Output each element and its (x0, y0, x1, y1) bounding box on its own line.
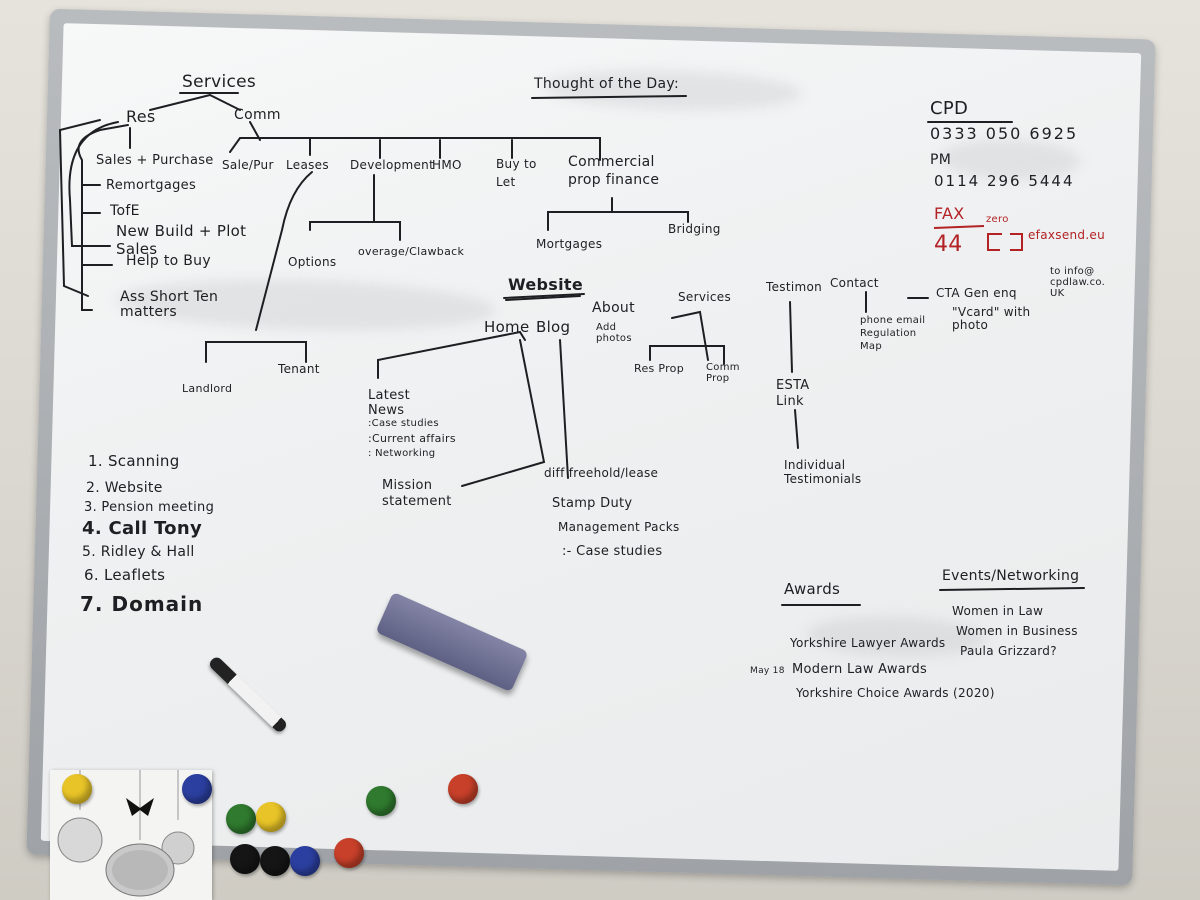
res-item: Ass Short Ten matters (120, 289, 219, 320)
blog-item: diff freehold/lease (544, 466, 659, 480)
comm-item: Leases (286, 158, 329, 172)
res-prop: Res Prop (634, 362, 684, 375)
finance-item: Mortgages (536, 237, 603, 251)
todo-item: 6. Leaflets (84, 566, 166, 584)
magnet-red[interactable] (334, 838, 364, 868)
fax-label: FAX (934, 204, 965, 223)
esta-link: ESTA Link (776, 378, 810, 409)
fax-number: 44 (934, 232, 963, 257)
dev-item: Options (288, 255, 337, 269)
news-item: : Networking (368, 448, 436, 459)
thought-of-the-day: Thought of the Day: (534, 76, 679, 92)
lease-item: Tenant (278, 362, 320, 376)
pm-label: PM (930, 152, 952, 168)
website-contact: Contact (830, 276, 879, 290)
comm-item: Sale/Pur (222, 158, 274, 172)
blog-item: Stamp Duty (552, 496, 633, 511)
comm-label: Comm (234, 107, 281, 123)
comm-item: HMO (432, 158, 462, 172)
todo-item: 2. Website (86, 480, 163, 496)
website-services: Services (678, 290, 732, 304)
award-item: Yorkshire Choice Awards (2020) (796, 686, 995, 700)
website-title: Website (508, 275, 583, 294)
about-note: Add photos (596, 322, 632, 344)
res-item: Remortgages (106, 178, 197, 193)
event-item: Paula Grizzard? (960, 644, 1057, 658)
individual-testimonials: Individual Testimonials (784, 458, 862, 486)
todo-item: 4. Call Tony (82, 518, 202, 539)
ornament-illustration (57, 770, 195, 897)
res-item: Sales + Purchase (96, 153, 214, 168)
cpd-label: CPD (930, 98, 969, 119)
may-note: May 18 (750, 666, 785, 676)
event-item: Women in Business (956, 624, 1078, 638)
award-item: Yorkshire Lawyer Awards (790, 636, 946, 650)
pm-number: 0114 296 5444 (934, 172, 1075, 190)
website-blog: Blog (536, 318, 571, 336)
magnet-blue[interactable] (182, 774, 212, 804)
events-title: Events/Networking (942, 568, 1080, 584)
res-item: Help to Buy (126, 253, 211, 269)
website-about: About (592, 300, 635, 316)
finance-item: Bridging (668, 222, 721, 236)
todo-item: 5. Ridley & Hall (82, 544, 195, 560)
comm-item: Buy to Let (496, 157, 537, 189)
vcard-note: "Vcard" with photo (952, 305, 1031, 332)
magnet-green[interactable] (226, 804, 256, 834)
magnet-yellow[interactable] (256, 802, 286, 832)
comm-item: Development (350, 158, 435, 172)
res-item: New Build + Plot Sales (116, 222, 247, 258)
todo-item: 1. Scanning (88, 452, 180, 470)
fax-email: efaxsend.eu (1028, 228, 1106, 242)
news-item: :Current affairs (368, 432, 456, 445)
magnet-blue[interactable] (290, 846, 320, 876)
comm-prop: Comm Prop (706, 362, 740, 384)
todo-item: 7. Domain (80, 592, 204, 616)
cta-email: to info@ cpdlaw.co. UK (1050, 266, 1106, 299)
cpd-number: 0333 050 6925 (930, 124, 1079, 143)
mission-statement: Mission statement (382, 478, 452, 509)
comm-item: Commercial prop finance (568, 154, 660, 188)
magnet-black[interactable] (260, 846, 290, 876)
website-testimon: Testimon (766, 280, 823, 294)
blog-item: Management Packs (558, 520, 680, 534)
event-item: Women in Law (952, 604, 1044, 618)
magnet-black[interactable] (230, 844, 260, 874)
res-item: TofE (110, 203, 140, 219)
dev-item: overage/Clawback (358, 245, 465, 258)
res-label: Res (126, 107, 156, 126)
cta-label: CTA Gen enq (936, 286, 1017, 300)
lease-item: Landlord (182, 382, 233, 395)
fax-zero: zero (986, 214, 1009, 225)
whiteboard-surface (40, 23, 1142, 871)
todo-item: 3. Pension meeting (84, 500, 215, 515)
blog-item: :- Case studies (562, 544, 663, 559)
magnet-green[interactable] (366, 786, 396, 816)
latest-news: Latest News (368, 388, 410, 418)
services-title: Services (182, 72, 257, 92)
award-item: Modern Law Awards (792, 662, 928, 677)
magnet-red[interactable] (448, 774, 478, 804)
awards-title: Awards (784, 580, 841, 598)
website-home: Home (484, 318, 530, 336)
contact-items: phone email Regulation Map (860, 315, 926, 352)
news-item: :Case studies (368, 418, 439, 429)
magnet-yellow[interactable] (62, 774, 92, 804)
